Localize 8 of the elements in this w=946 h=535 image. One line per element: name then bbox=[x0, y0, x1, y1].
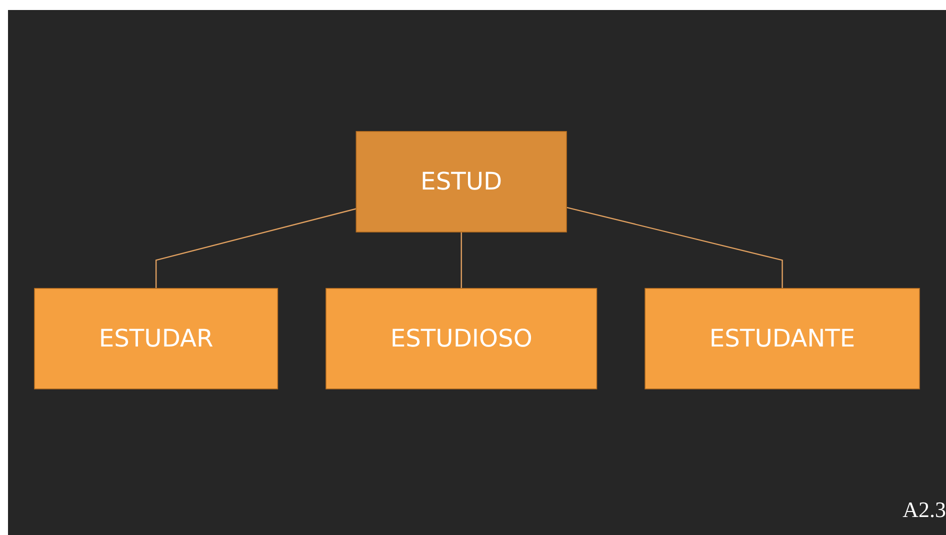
node-box: ESTUD bbox=[356, 130, 567, 232]
connector bbox=[460, 232, 462, 288]
node-box: ESTUDAR bbox=[34, 288, 278, 390]
connector bbox=[566, 206, 783, 288]
node-box: ESTUDIOSO bbox=[326, 288, 598, 390]
slide-number: A2.3 bbox=[902, 497, 946, 523]
node-box: ESTUDANTE bbox=[644, 288, 920, 390]
connector bbox=[155, 208, 356, 288]
